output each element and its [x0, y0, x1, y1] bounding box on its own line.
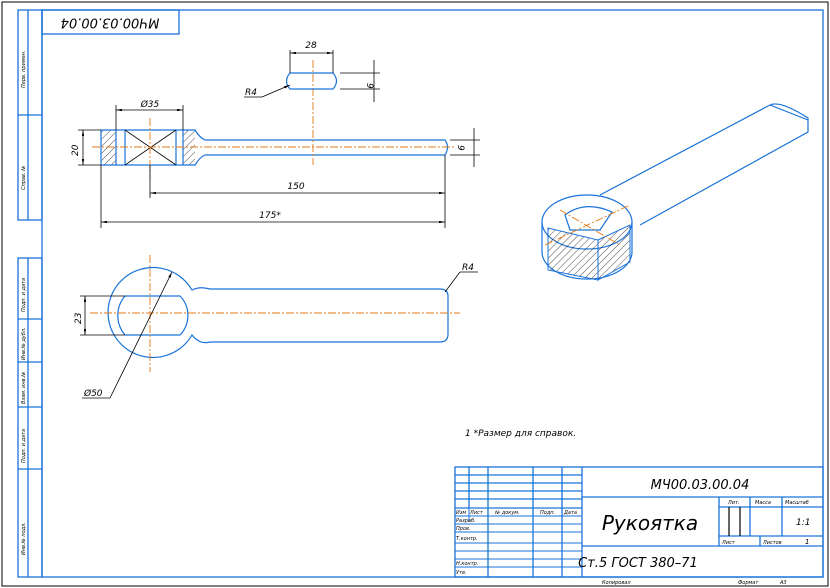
dim-175: 175*	[259, 211, 281, 221]
dim-20: 20	[71, 144, 81, 156]
copied-label: Копировал	[602, 580, 631, 586]
side-label-first-use: Перв. примен.	[21, 50, 27, 88]
format-value: A3	[779, 580, 787, 586]
part-name: Рукоятка	[602, 511, 698, 535]
dim-d35: Ø35	[140, 99, 160, 110]
mass-label: Масса	[755, 500, 771, 506]
header-rev: Изм	[456, 510, 466, 516]
note-reference-dimension: 1 *Размер для справок.	[465, 429, 576, 439]
front-view: 28 9 R4 Ø35 20 9 150 175*	[71, 41, 480, 228]
dim-r4-top: R4	[245, 88, 257, 98]
isometric-view	[541, 103, 809, 281]
header-sheet: Лист	[469, 510, 484, 516]
side-label-replace-inv: Взам. инв.№	[21, 372, 27, 404]
format-label: Формат	[738, 580, 759, 586]
header-date: Дата	[563, 510, 577, 516]
plan-view: 23 Ø50 R4	[74, 255, 478, 399]
side-label-ref-no: Справ. №	[21, 166, 27, 190]
scale-value: 1:1	[796, 518, 810, 528]
dim-9-side: 9	[455, 145, 465, 151]
dim-r4-plan: R4	[462, 263, 474, 273]
dim-d50: Ø50	[83, 388, 103, 399]
side-label-sign-date-1: Подп. и дата	[21, 278, 27, 312]
material: Ст.5 ГОСТ 380–71	[578, 556, 698, 571]
row-developed: Разраб.	[456, 518, 476, 524]
dim-9-top: 9	[364, 83, 374, 89]
stamp-code: МЧ00.03.00.04	[61, 15, 160, 30]
sheets-label: Листов	[762, 540, 782, 546]
lit-label: Лит.	[727, 500, 740, 506]
title-code: МЧ00.03.00.04	[651, 478, 750, 493]
sheet-label: Лист	[721, 540, 736, 546]
dim-23: 23	[74, 312, 84, 324]
title-block: МЧ00.03.00.04 Рукоятка Ст.5 ГОСТ 380–71 …	[454, 466, 824, 578]
dim-28: 28	[305, 41, 317, 51]
side-label-dup-inv: Инв.№ дубл.	[21, 327, 27, 360]
header-sign: Подп.	[540, 510, 555, 516]
side-label-orig-inv: Инв.№ подл.	[21, 522, 27, 555]
row-approved: Утв.	[456, 570, 467, 576]
sheets-value: 1	[805, 538, 809, 546]
row-tech-control: Т.контр.	[456, 536, 478, 542]
row-norm-control: Н.контр.	[456, 561, 478, 567]
header-doc-no: № докум.	[494, 510, 520, 516]
row-checked: Пров.	[456, 526, 471, 532]
scale-label: Масштаб	[785, 500, 809, 506]
side-strip: Перв. примен. Справ. № Подп. и дата Инв.…	[17, 9, 43, 578]
dim-150: 150	[287, 182, 304, 192]
top-stamp: МЧ00.03.00.04	[41, 9, 180, 35]
side-label-sign-date-2: Подп. и дата	[21, 429, 27, 463]
